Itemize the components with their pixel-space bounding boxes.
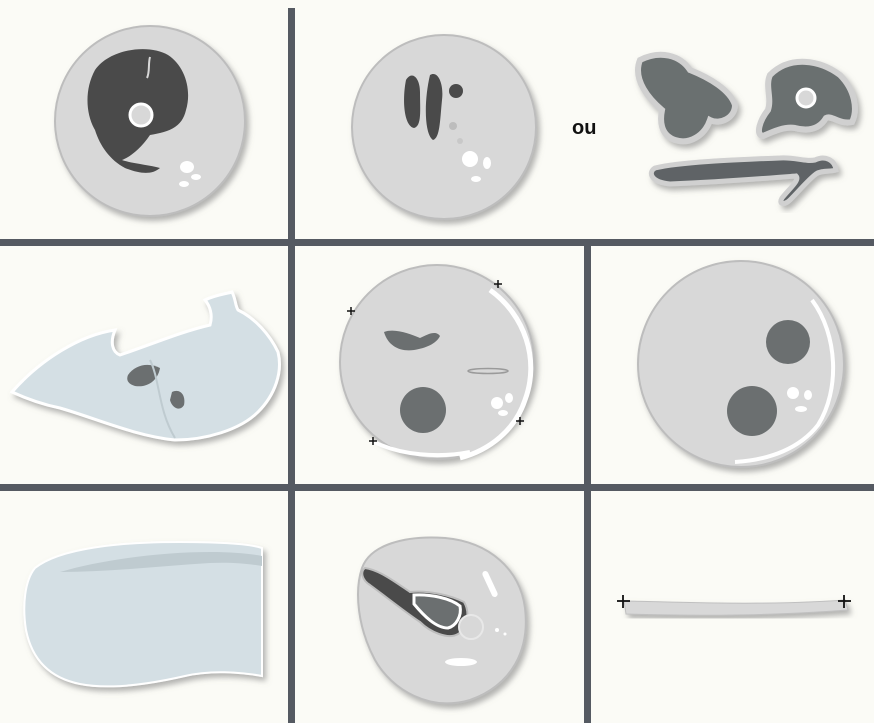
irregular-blue-shape-icon bbox=[12, 292, 279, 440]
isolated-shapes-icon bbox=[638, 55, 855, 204]
horizontal-divider-top bbox=[0, 239, 874, 246]
horizontal-divider-bottom bbox=[0, 484, 874, 491]
thin-strip-icon bbox=[617, 595, 851, 615]
vertical-divider-right bbox=[584, 243, 591, 723]
blue-wedge-icon bbox=[24, 542, 262, 686]
marked-disc-icon bbox=[340, 265, 534, 459]
two-spot-disc-icon bbox=[638, 261, 844, 467]
vertical-divider-left bbox=[288, 8, 295, 723]
dark-fissure-disc-icon bbox=[352, 35, 536, 219]
oval-with-dark-structure-icon bbox=[358, 537, 526, 703]
connector-word: ou bbox=[572, 117, 596, 139]
dark-crescent-disc-icon bbox=[55, 26, 245, 216]
